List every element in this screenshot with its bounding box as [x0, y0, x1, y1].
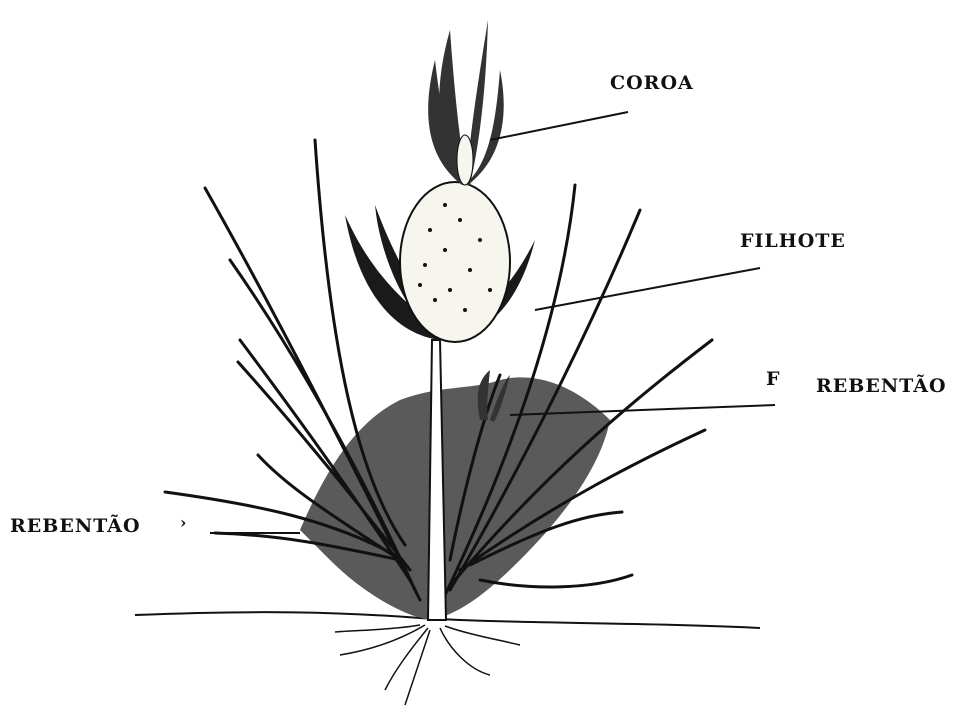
- leader-coroa: [490, 112, 628, 140]
- label-rebentao-right: REBENTÃO: [816, 375, 947, 397]
- label-arrow-mark: ›: [180, 513, 187, 532]
- fruit: [400, 182, 510, 342]
- stalk: [428, 340, 446, 620]
- label-filhote: FILHOTE: [740, 230, 846, 252]
- label-f-mark: F: [766, 368, 781, 390]
- label-rebentao-left: REBENTÃO: [10, 515, 141, 537]
- label-coroa: COROA: [610, 72, 694, 94]
- roots: [335, 625, 520, 705]
- leader-filhote: [535, 268, 760, 310]
- crown-core: [457, 135, 473, 185]
